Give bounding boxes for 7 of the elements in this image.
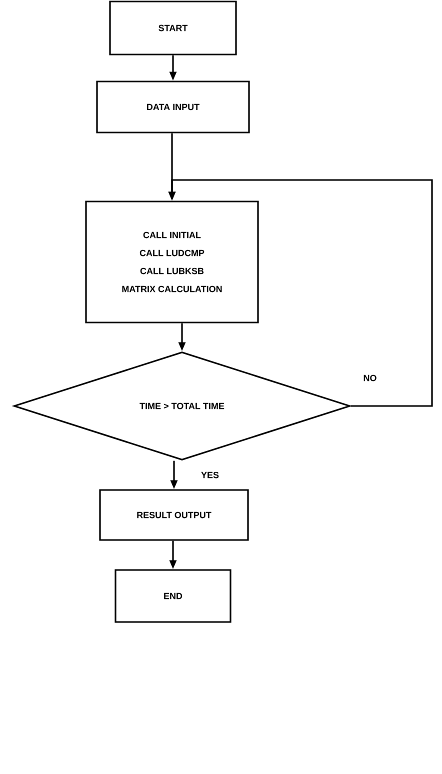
process-box: END bbox=[114, 569, 232, 623]
edge-label: YES bbox=[200, 470, 220, 480]
process-box: START bbox=[109, 0, 237, 56]
process-box: DATA INPUT bbox=[96, 80, 250, 134]
process-box: CALL INITIAL CALL LUDCMP CALL LUBKSB MATRIX CALCULATION bbox=[85, 200, 259, 324]
process-box: RESULT OUTPUT bbox=[99, 489, 249, 541]
edge-label: NO bbox=[362, 374, 378, 382]
